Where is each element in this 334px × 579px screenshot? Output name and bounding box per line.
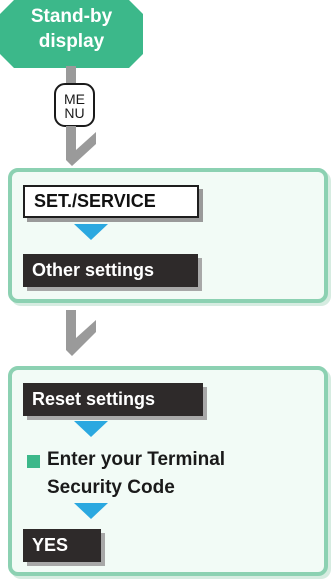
- set-service-menu-item[interactable]: SET./SERVICE: [23, 185, 199, 218]
- standby-display-node: [0, 0, 143, 68]
- down-arrow-icon: [74, 224, 108, 240]
- standby-display-label: Stand-by display: [30, 6, 113, 52]
- bullet-square-icon: [27, 455, 40, 468]
- security-code-instruction: Enter your Terminal Security Code: [47, 449, 226, 498]
- reset-settings-menu-item[interactable]: Reset settings: [23, 383, 203, 416]
- yes-menu-item[interactable]: YES: [23, 529, 101, 562]
- menu-key-bottom-label: NU: [64, 105, 85, 121]
- flow-arrow-icon: [66, 126, 96, 166]
- down-arrow-icon: [74, 421, 108, 437]
- other-settings-menu-item[interactable]: Other settings: [23, 254, 198, 287]
- flow-arrow-icon: [66, 310, 96, 356]
- menu-key-icon: ME NU: [54, 83, 95, 127]
- menu-key-top-label: ME: [64, 91, 85, 107]
- flow-connector-top: [66, 66, 76, 86]
- down-arrow-icon: [74, 503, 108, 519]
